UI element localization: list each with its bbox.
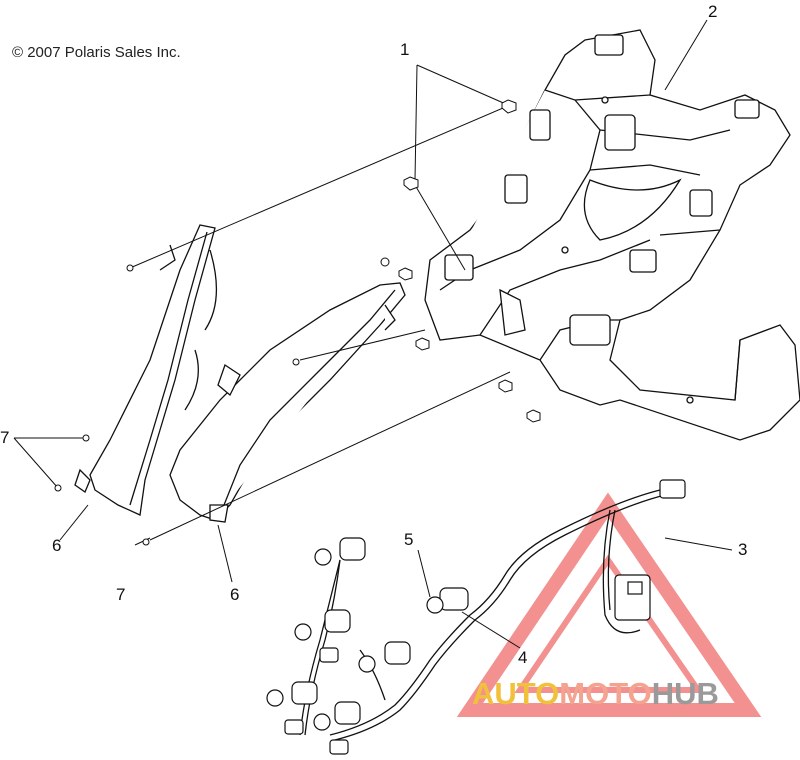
callout-6-right: 6	[230, 585, 240, 604]
watermark-logo: AUTOMOTOHUB	[472, 676, 719, 712]
copyright-notice: © 2007 Polaris Sales Inc.	[12, 44, 181, 61]
frame-assembly	[424, 29, 800, 441]
bulbs	[266, 548, 444, 731]
callout-6-left: 6	[52, 536, 62, 555]
fasteners	[54, 99, 541, 546]
callout-2: 2	[708, 2, 718, 21]
callout-3: 3	[738, 540, 748, 559]
watermark-moto: MOTO	[559, 676, 652, 711]
callout-7-left: 7	[0, 428, 10, 447]
left-bezel	[74, 224, 218, 516]
callout-1: 1	[400, 40, 410, 59]
watermark-auto: AUTO	[472, 676, 560, 711]
watermark-triangle	[456, 492, 762, 717]
harness-connectors	[284, 479, 686, 755]
wiring-harness	[299, 489, 666, 741]
watermark-hub: HUB	[651, 676, 719, 711]
leader-lines	[13, 19, 733, 649]
callout-4: 4	[518, 648, 528, 667]
callout-7-bottom: 7	[116, 585, 126, 604]
callout-5: 5	[404, 530, 414, 549]
right-bezel	[169, 282, 406, 523]
